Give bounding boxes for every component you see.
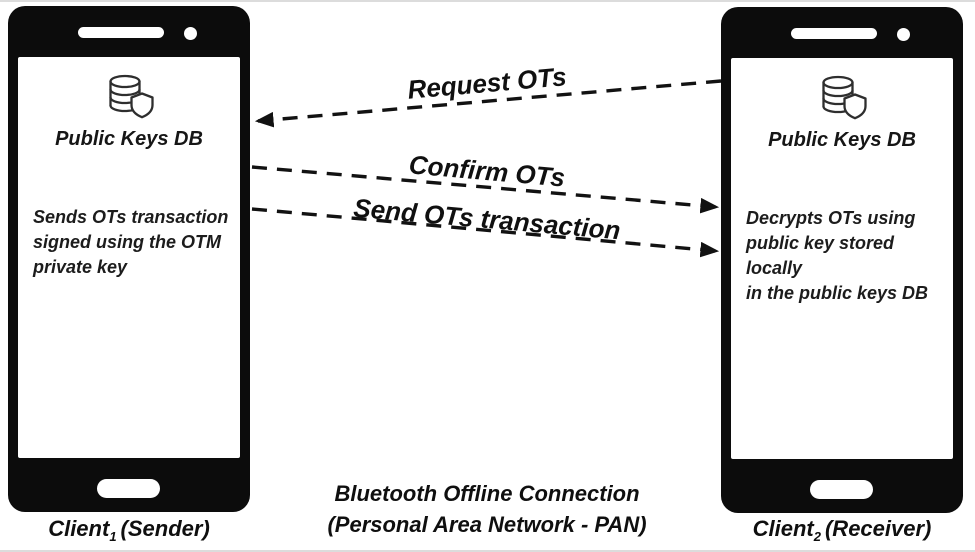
client2-caption-role: (Receiver) [824,516,932,541]
public-keys-db-block: Public Keys DB [731,74,953,152]
camera-dot-icon [897,28,910,41]
send-ots-transaction-label: Send OTs transaction [352,192,622,246]
bluetooth-caption-line1: Bluetooth Offline Connection [334,481,640,506]
speaker-slot-icon [78,27,164,38]
client2-caption-sub: 2 [813,529,821,544]
client1-caption-role: (Sender) [120,516,210,541]
phone-client2-screen: Public Keys DB Decrypts OTs using public… [731,58,953,459]
client1-caption-sub: 1 [109,529,117,544]
database-shield-icon [103,73,155,119]
database-shield-icon [816,74,868,120]
db-label: Public Keys DB [768,129,916,151]
bluetooth-caption-line2: (Personal Area Network - PAN) [327,512,647,537]
client2-description: Decrypts OTs using public key stored loc… [746,208,929,303]
public-keys-db-block: Public Keys DB [18,73,240,151]
client1-caption: Client1(Sender) [8,516,250,544]
confirm-ots-label: Confirm OTs [407,149,567,193]
home-button-icon [810,480,873,499]
request-ots-label: Request OTs [406,61,568,105]
phone-client1: Public Keys DB Sends OTs transaction sig… [8,6,250,512]
speaker-slot-icon [791,28,877,39]
client1-caption-base: Client [48,516,110,541]
figure-top-rule [0,0,975,2]
client2-caption: Client2(Receiver) [721,516,963,544]
phone-client2: Public Keys DB Decrypts OTs using public… [721,7,963,513]
db-label: Public Keys DB [55,128,203,150]
client1-description: Sends OTs transaction signed using the O… [33,207,229,277]
bluetooth-connection-caption: Bluetooth Offline Connection (Personal A… [297,478,677,540]
phone-client1-screen: Public Keys DB Sends OTs transaction sig… [18,57,240,458]
figure-bottom-rule [0,550,975,552]
camera-dot-icon [184,27,197,40]
home-button-icon [97,479,160,498]
client2-caption-base: Client [752,516,814,541]
